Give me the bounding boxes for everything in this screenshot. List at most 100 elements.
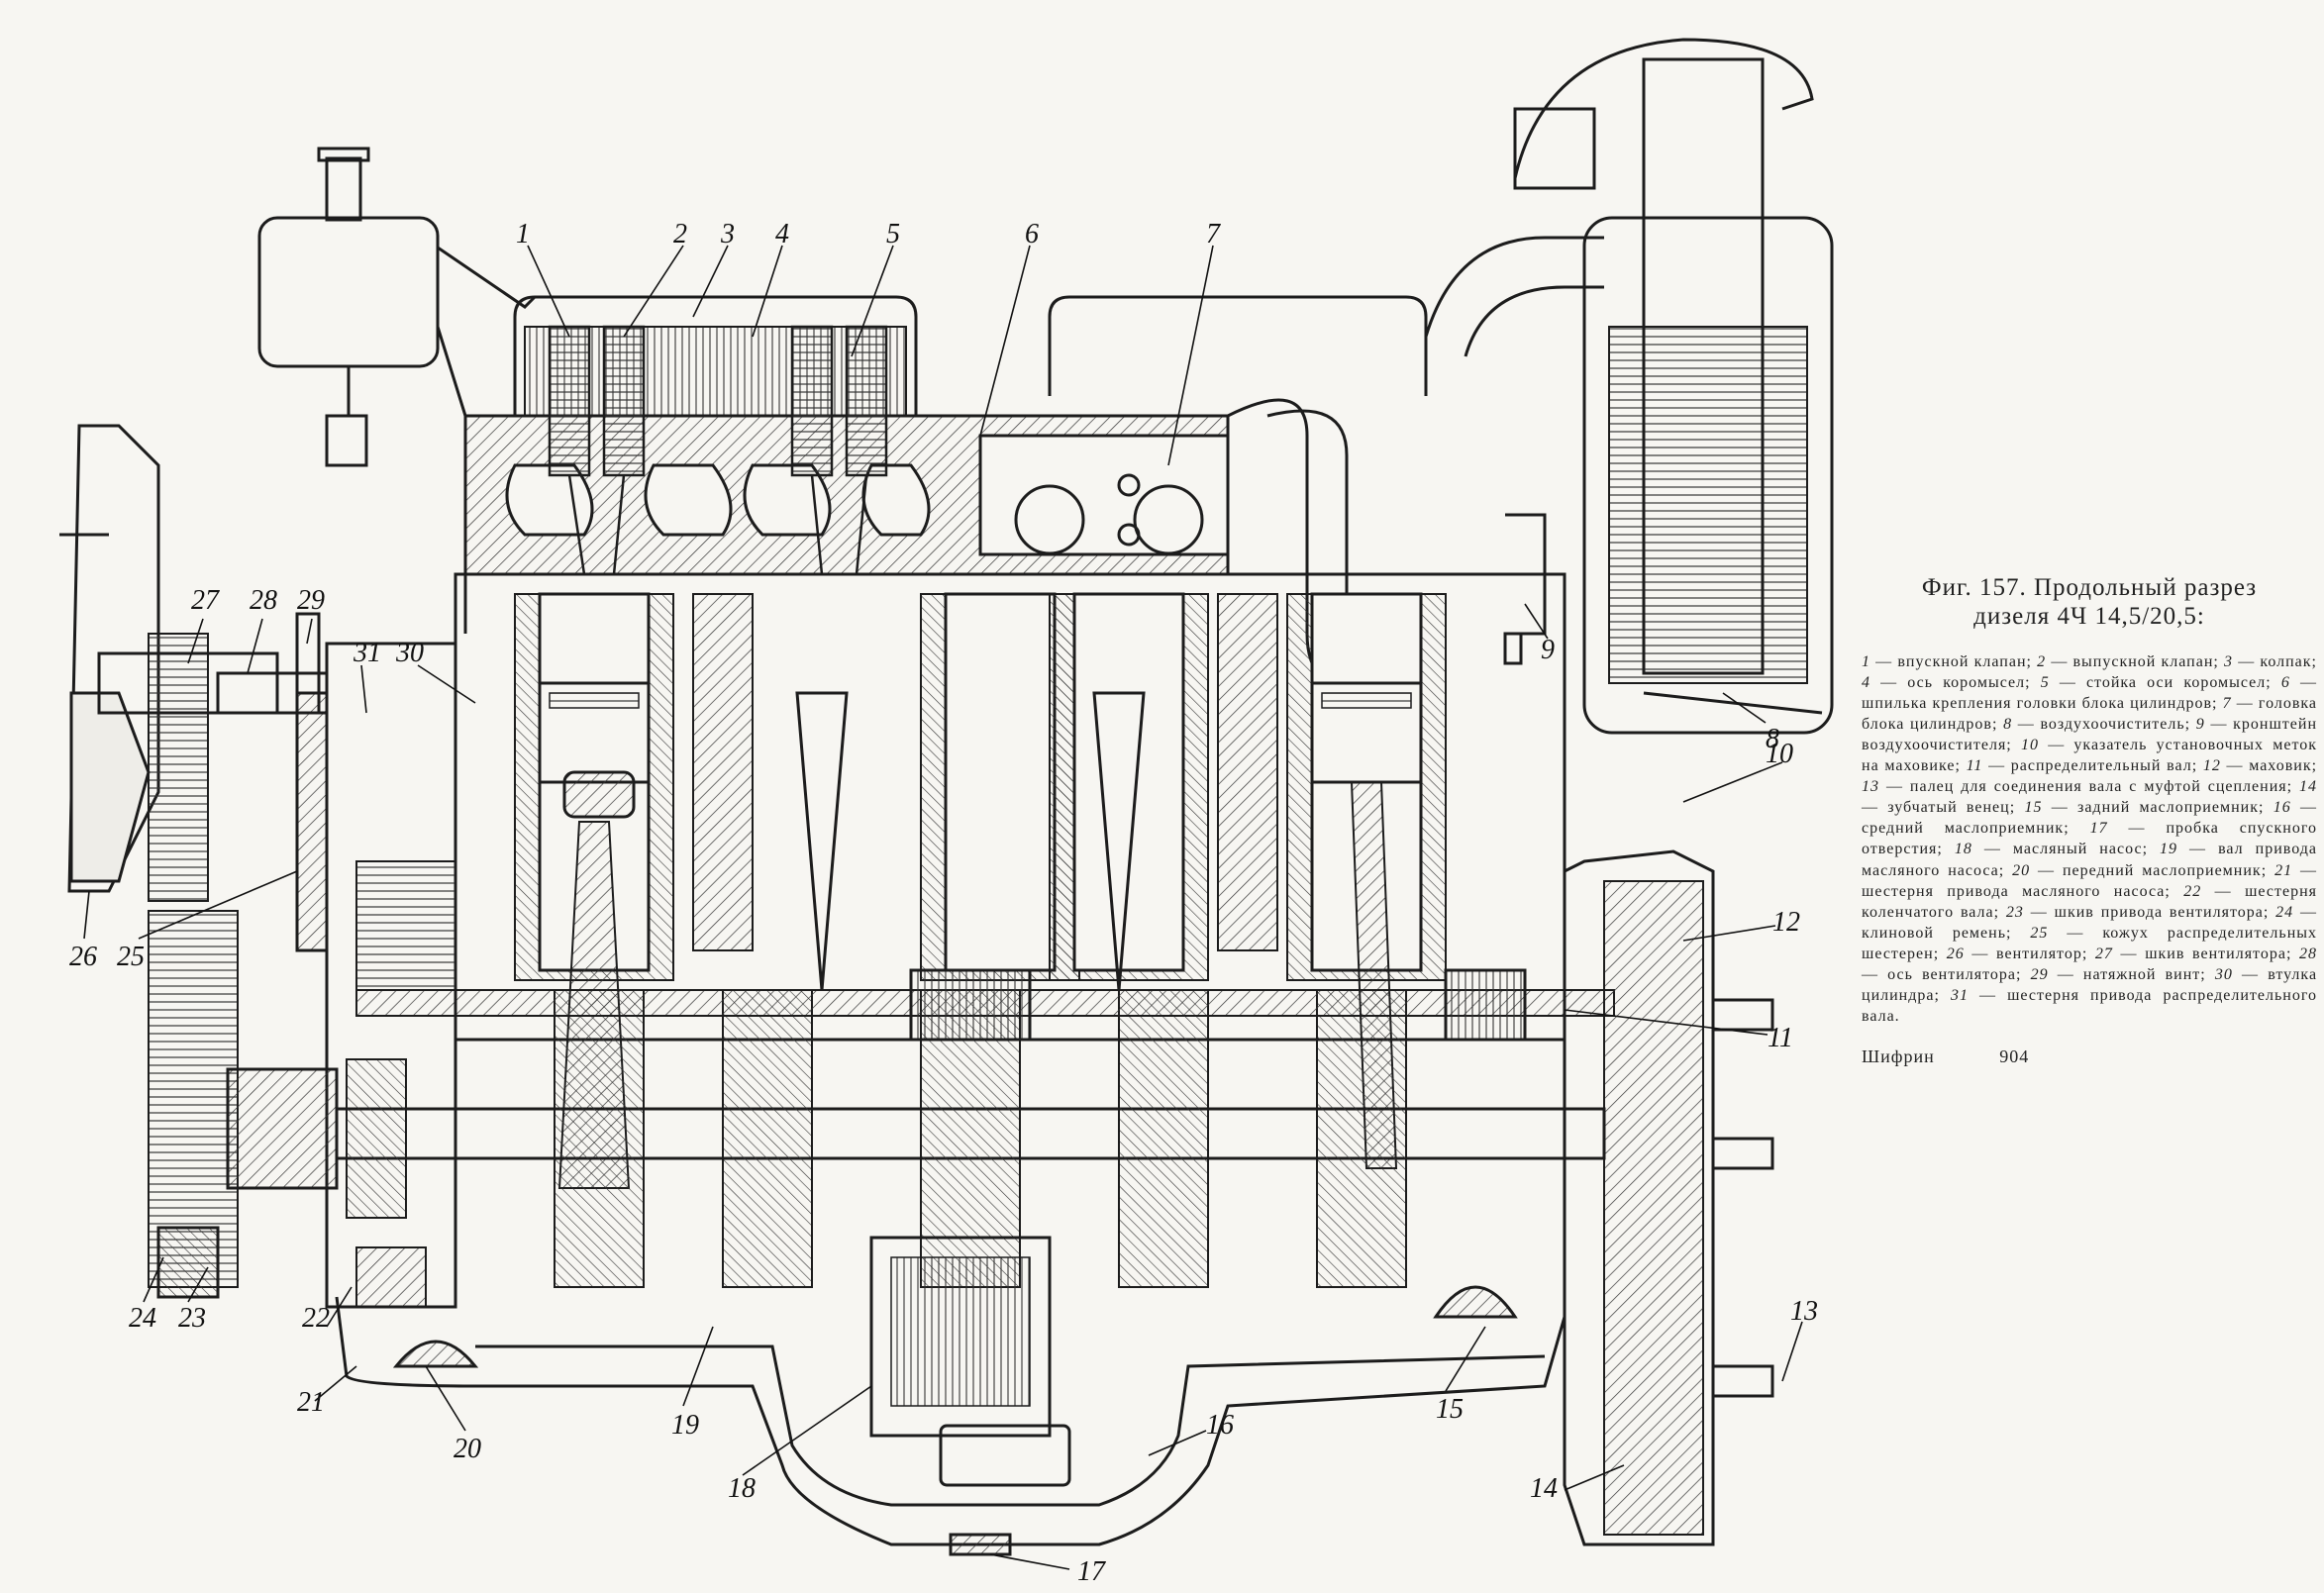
legend-item: 22 — шестерня коленчатого вала; — [1862, 882, 2317, 921]
legend-item: 19 — вал привода масляного насоса; — [1862, 841, 2318, 879]
figure-title: Фиг. 157. Продольный разрез дизеля 4Ч 14… — [1862, 574, 2317, 632]
timing-gears — [295, 642, 457, 1309]
legend-item-text: клиновой ремень — [1862, 924, 2007, 942]
legend-item: 13 — палец для соединения вала с муфтой … — [1862, 778, 2300, 796]
leader-lines — [83, 245, 1803, 1570]
legend-item-number: 7 — [2222, 694, 2232, 712]
legend-item: 26 — вентилятор; — [1946, 946, 2095, 963]
legend-item-number: 13 — [1862, 778, 1879, 796]
callout-8: 8 — [1766, 724, 1779, 754]
flywheel-studs — [1711, 998, 1774, 1398]
callout-1: 1 — [516, 219, 530, 249]
legend-item-text: ось вентилятора — [1887, 966, 2017, 984]
legend-item: 14 — зубчатый венец; — [1862, 778, 2318, 817]
legend-item-text: ось коромысел — [1907, 673, 2026, 691]
cipher-value: 904 — [1999, 1046, 2030, 1067]
legend-item-number: 22 — [2183, 882, 2202, 900]
figure-caption: Фиг. 157. Продольный разрез дизеля 4Ч 14… — [1862, 574, 2317, 1067]
legend-item: 2 — выпускной клапан; — [2037, 652, 2225, 670]
legend-item-number: 5 — [2040, 673, 2050, 691]
fan-pulley — [97, 612, 329, 902]
legend-item-number: 27 — [2094, 946, 2113, 963]
callout-21: 21 — [297, 1387, 325, 1418]
legend-item-number: 16 — [2273, 799, 2291, 817]
legend-item-text: воздухоочиститель — [2040, 715, 2185, 733]
legend-item-text: натяжной винт — [2082, 966, 2201, 984]
cipher-line: Шифрин 904 — [1862, 1046, 2317, 1067]
callout-11: 11 — [1768, 1023, 1793, 1053]
legend-item-text: головка блока цилиндров — [1862, 694, 2318, 733]
callout-31: 31 — [353, 638, 381, 668]
legend-item-text: палец для соединения вала с муфтой сцепл… — [1909, 778, 2287, 796]
fan — [59, 424, 160, 893]
callout-13: 13 — [1790, 1296, 1818, 1327]
legend-item-text: шкив вентилятора — [2145, 946, 2286, 963]
legend-item-number: 20 — [2012, 861, 2031, 879]
callout-16: 16 — [1206, 1410, 1234, 1441]
legend-item-text: выпускной клапан — [2072, 652, 2214, 670]
legend-item-number: 17 — [2089, 820, 2108, 838]
legend-item: 12 — маховик; — [2202, 757, 2318, 775]
legend-item: 9 — кронштейн воздухоочистителя; — [1862, 715, 2318, 753]
legend-item-text: колпак — [2260, 652, 2312, 670]
legend-item-text: втулка цилиндра — [1862, 966, 2318, 1005]
legend-item-number: 4 — [1862, 673, 1870, 691]
crank-pulley — [148, 910, 339, 1299]
callout-25: 25 — [117, 942, 145, 972]
legend-item: 3 — колпак; — [2224, 652, 2317, 670]
callout-23: 23 — [178, 1303, 206, 1334]
legend-item-number: 29 — [2030, 966, 2049, 984]
legend-item: 25 — кожух распределительных шестерен; — [1862, 924, 2318, 963]
legend-item-text: вал привода масляного насоса — [1862, 841, 2318, 879]
legend-item: 29 — натяжной винт; — [2030, 966, 2215, 984]
legend-item-text: масляный насос — [2012, 841, 2143, 858]
callouts: 1 2 3 4 5 6 7 8 9 10 11 12 13 14 15 16 1… — [69, 219, 1818, 1587]
callout-28: 28 — [250, 585, 277, 616]
callout-27: 27 — [191, 585, 220, 616]
callout-9: 9 — [1541, 635, 1555, 665]
legend-item-number: 25 — [2030, 924, 2049, 942]
callout-5: 5 — [886, 219, 900, 249]
legend-item: 7 — головка блока цилиндров; — [1862, 694, 2318, 733]
legend-item-text: указатель установочных меток на маховике — [1862, 736, 2318, 775]
head-cover-right — [978, 295, 1428, 556]
flywheel-housing — [1563, 849, 1715, 1546]
callout-3: 3 — [720, 219, 735, 249]
legend-item: 23 — шкив привода вентилятора; — [2005, 903, 2276, 921]
legend-item-text: маховик — [2249, 757, 2312, 775]
legend-item-text: распределительный вал — [2010, 757, 2192, 775]
legend-item-text: кожух распределительных шестерен — [1862, 924, 2318, 963]
legend-item: 28 — ось вентилятора; — [1862, 946, 2318, 984]
legend-item-number: 24 — [2275, 903, 2294, 921]
legend-item-number: 8 — [2003, 715, 2013, 733]
oil-pump — [869, 1236, 1052, 1438]
legend-item: 18 — масляный насос; — [1954, 841, 2161, 858]
legend-item: 5 — стойка оси коромысел; — [2040, 673, 2281, 691]
legend-item: 24 — клиновой ремень; — [1862, 903, 2317, 942]
callout-15: 15 — [1436, 1394, 1464, 1425]
legend-item-number: 21 — [2274, 861, 2293, 879]
legend-item: 17 — пробка спускного отверстия; — [1862, 820, 2318, 858]
legend-item-text: передний маслоприемник — [2062, 861, 2262, 879]
legend-item-number: 14 — [2299, 778, 2318, 796]
legend-item-text: зубчатый венец — [1887, 799, 2010, 817]
oil-pan — [335, 1285, 1566, 1556]
callout-7: 7 — [1206, 219, 1221, 249]
legend-item-number: 19 — [2160, 841, 2178, 858]
legend-item-text: пробка спускного отверстия — [1862, 820, 2318, 858]
legend-item-number: 3 — [2224, 652, 2234, 670]
legend-item-text: стойка оси коромысел — [2085, 673, 2267, 691]
callout-18: 18 — [728, 1473, 756, 1504]
legend-item-number: 23 — [2005, 903, 2024, 921]
callout-12: 12 — [1772, 907, 1800, 938]
legend-item-number: 30 — [2214, 966, 2233, 984]
legend-item-number: 28 — [2299, 946, 2318, 963]
callout-22: 22 — [302, 1303, 330, 1334]
callout-29: 29 — [297, 585, 325, 616]
legend-item-number: 15 — [2024, 799, 2043, 817]
legend-item: 6 — шпилька крепления головки блока цили… — [1862, 673, 2317, 712]
valve-springs — [548, 325, 888, 575]
legend-item-text: шпилька крепления головки блока цилиндро… — [1862, 694, 2213, 712]
legend-item-number: 2 — [2037, 652, 2047, 670]
callout-4: 4 — [775, 219, 789, 249]
